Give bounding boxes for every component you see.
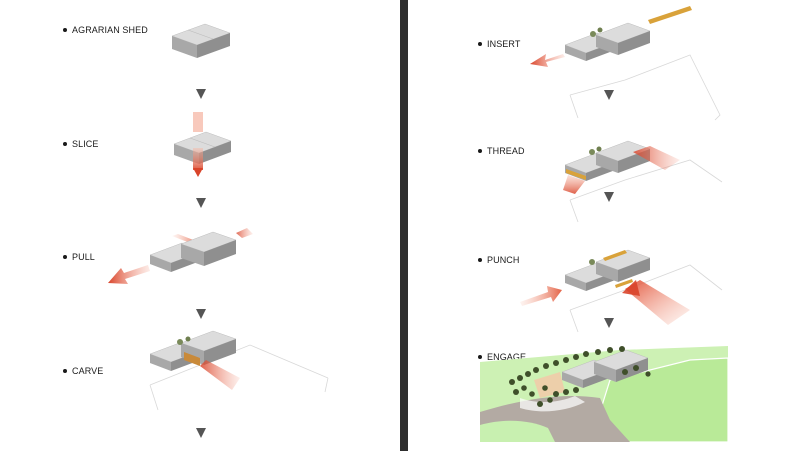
massing-carve xyxy=(149,330,329,411)
flow-arrow-down-6 xyxy=(604,192,614,202)
panel-divider xyxy=(400,0,408,451)
step-label-text: PUNCH xyxy=(487,255,520,265)
step-label-engage: ENGAGE xyxy=(478,352,526,362)
step-label-text: CARVE xyxy=(72,366,104,376)
step-label-text: AGRARIAN SHED xyxy=(72,25,148,35)
massing-pull xyxy=(108,228,253,284)
flow-arrow-down-4 xyxy=(196,428,206,438)
step-label-text: ENGAGE xyxy=(487,352,527,362)
step-label-insert: INSERT xyxy=(478,39,520,49)
bullet-icon xyxy=(63,141,67,146)
step-label-text: THREAD xyxy=(487,146,525,156)
step-label-punch: PUNCH xyxy=(478,255,520,265)
flow-arrow-down-7 xyxy=(604,318,614,328)
step-label-carve: CARVE xyxy=(63,366,103,376)
bullet-icon xyxy=(63,27,67,32)
massing-insert xyxy=(530,6,721,121)
bullet-icon xyxy=(63,368,67,373)
bullet-icon xyxy=(478,354,482,359)
massing-slice xyxy=(173,112,232,177)
site-plan-engage xyxy=(480,346,729,443)
step-label-text: PULL xyxy=(72,252,95,262)
flow-arrow-down-2 xyxy=(196,198,206,208)
flow-arrow-down-5 xyxy=(604,90,614,100)
bullet-icon xyxy=(478,41,482,46)
massing-thread xyxy=(563,140,723,223)
bullet-icon xyxy=(478,148,482,153)
step-label-agrarian-shed: AGRARIAN SHED xyxy=(63,25,148,35)
step-label-thread: THREAD xyxy=(478,146,525,156)
step-label-text: INSERT xyxy=(487,39,521,49)
massing-agrarian-shed xyxy=(171,23,231,58)
bullet-icon xyxy=(63,254,67,259)
flow-arrow-down-3 xyxy=(196,309,206,319)
flow-arrow-down-1 xyxy=(196,89,206,99)
step-label-text: SLICE xyxy=(72,139,99,149)
step-label-slice: SLICE xyxy=(63,139,99,149)
bullet-icon xyxy=(478,257,482,262)
step-label-pull: PULL xyxy=(63,252,95,262)
massing-punch xyxy=(520,249,723,333)
